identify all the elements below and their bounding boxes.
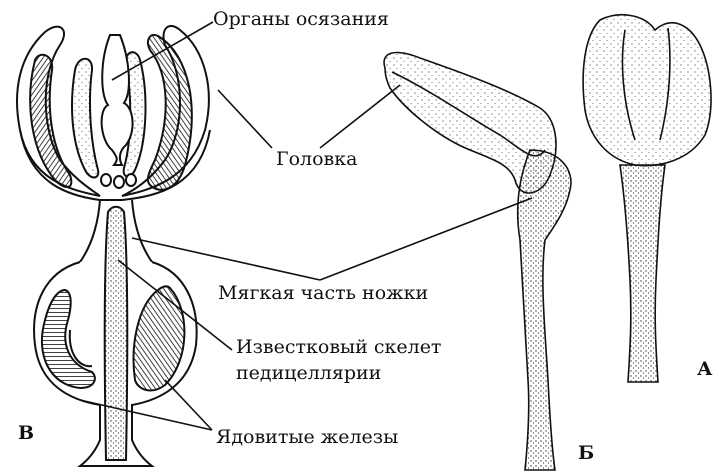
figure-letter-b: Б xyxy=(578,444,594,463)
label-skeleton-line1: Известковый скелет xyxy=(236,338,441,357)
label-skeleton-line2: педицеллярии xyxy=(236,364,381,383)
figure-letter-a: А xyxy=(697,360,712,379)
figure-letter-v: В xyxy=(18,424,34,443)
label-touch-organs: Органы осязания xyxy=(213,10,389,29)
label-head: Головка xyxy=(276,150,357,169)
label-venom-glands: Ядовитые железы xyxy=(216,428,398,447)
section-diagram-v xyxy=(17,26,210,466)
label-soft-stalk: Мягкая часть ножки xyxy=(218,284,428,303)
side-view-b xyxy=(384,53,571,470)
front-view-a xyxy=(583,15,711,382)
